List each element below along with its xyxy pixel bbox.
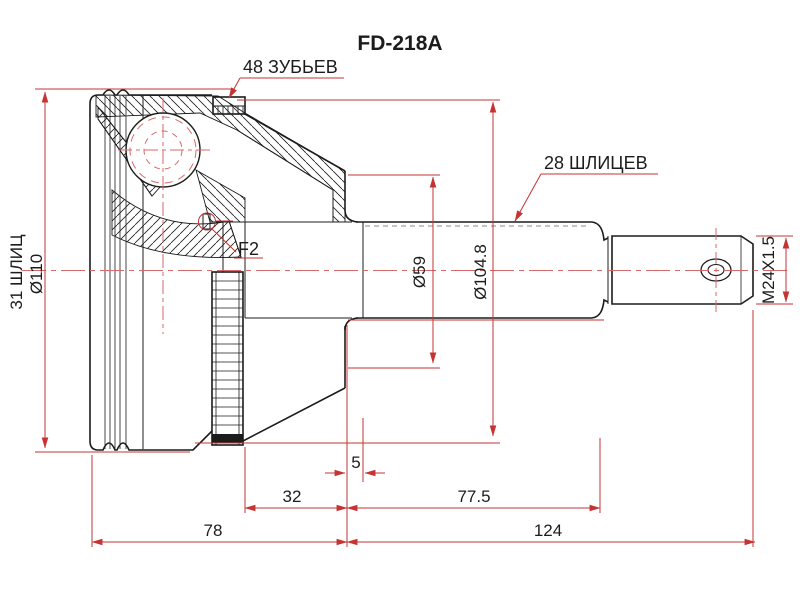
labels: FD-218A 48 ЗУБЬЕВ 28 ШЛИЦЕВ F2 31 ШЛИЦ Ø… — [7, 32, 778, 540]
tooth-band-dark — [212, 434, 243, 443]
snap-ring-callout: F2 — [238, 239, 259, 259]
ball-pitch-arc-inner — [143, 130, 183, 170]
part-number-title: FD-218A — [357, 32, 442, 55]
tooth-band — [211, 271, 244, 446]
dim-77-5-label: 77.5 — [457, 487, 490, 506]
dim-78-label: 78 — [204, 521, 223, 540]
neck-top-curve — [591, 221, 609, 242]
race-edge-line — [97, 118, 153, 197]
leader-line — [210, 227, 237, 253]
cone-inner-line — [236, 129, 334, 222]
body-diameter-label: Ø104.8 — [471, 244, 490, 300]
tooth-band-teeth — [212, 280, 243, 426]
inner-splines-label: 31 ШЛИЦ — [7, 234, 26, 310]
ball-pitch-arc-outer — [129, 116, 197, 184]
shaft-splines-callout: 28 ШЛИЦЕВ — [544, 153, 648, 173]
leader-arrow — [514, 173, 542, 222]
opening-diameter-label: Ø59 — [410, 256, 429, 288]
housing-top-edge — [98, 89, 212, 96]
outer-diameter-label: Ø110 — [27, 254, 46, 294]
dim-32-label: 32 — [283, 487, 302, 506]
race-arc-line — [228, 220, 242, 258]
housing-left-face — [89, 94, 99, 451]
inner-race-hatch — [195, 169, 246, 223]
dimension-lines — [35, 77, 793, 547]
leader-arrow — [228, 77, 241, 99]
shaft-top-fillet — [344, 209, 359, 223]
housing-cone-lower — [242, 387, 346, 442]
thread-spec-label: M24X1.5 — [759, 236, 778, 304]
neck-bottom-curve — [591, 298, 609, 319]
centerlines — [22, 98, 788, 334]
dim-5-label: 5 — [351, 453, 360, 472]
dim-124-label: 124 — [534, 521, 562, 540]
teeth-count-callout: 48 ЗУБЬЕВ — [243, 57, 338, 77]
housing-cone-upper — [244, 113, 346, 172]
shaft-bottom-fillet — [344, 317, 359, 331]
abs-tooth-ring — [211, 271, 244, 446]
